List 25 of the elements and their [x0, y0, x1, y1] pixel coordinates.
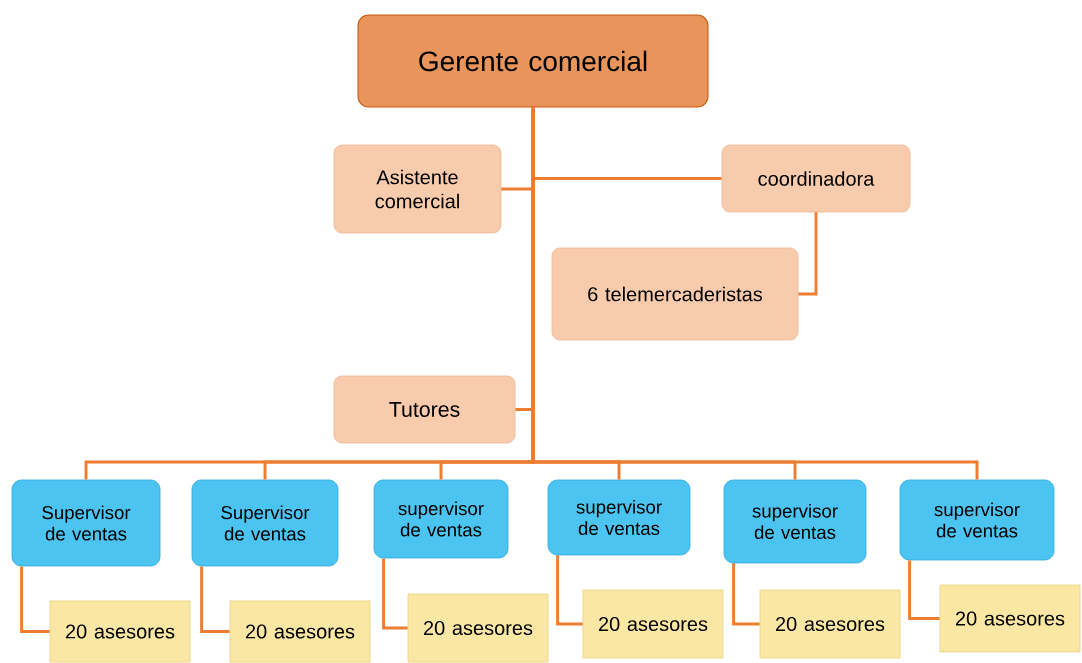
- supervisor-box: supervisor de ventas: [373, 479, 509, 559]
- connector: [732, 563, 760, 626]
- connector: [556, 555, 583, 626]
- team-box: 20 asesores: [582, 589, 724, 659]
- role-box: Tutores: [333, 375, 516, 444]
- connector: [908, 560, 940, 620]
- role-box: 6 telemercaderistas: [551, 247, 799, 341]
- team-box: 20 asesores: [49, 600, 191, 663]
- team-box: 20 asesores: [939, 584, 1081, 653]
- supervisor-box: supervisor de ventas: [723, 479, 867, 564]
- team-box: 20 asesores: [407, 593, 549, 663]
- role-box: coordinadora: [721, 144, 911, 213]
- connector: [200, 566, 230, 633]
- role-box: Asistente comercial: [333, 144, 502, 234]
- connector: [20, 566, 50, 633]
- supervisor-box: supervisor de ventas: [547, 479, 691, 556]
- team-box: 20 asesores: [229, 600, 371, 663]
- manager-box: Gerente comercial: [357, 14, 709, 108]
- supervisor-box: supervisor de ventas: [899, 479, 1055, 561]
- supervisor-box: Supervisor de ventas: [191, 479, 339, 567]
- connector: [382, 558, 408, 630]
- supervisor-box: Supervisor de ventas: [11, 479, 161, 567]
- team-box: 20 asesores: [759, 589, 901, 659]
- connector: [798, 212, 818, 296]
- connector: [531, 107, 979, 480]
